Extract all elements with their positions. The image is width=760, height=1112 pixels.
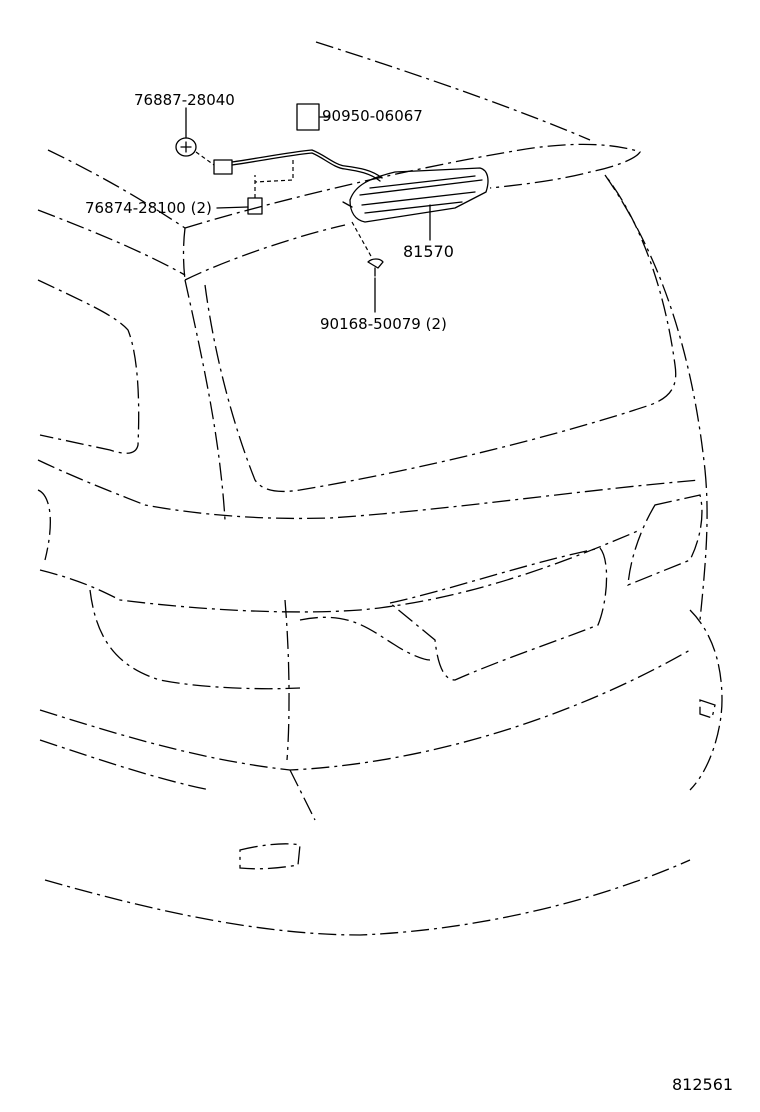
callout-76874-28100: 76874-28100 (2)	[85, 199, 212, 217]
clip-part	[247, 160, 294, 215]
wire-harness	[213, 149, 383, 182]
screw-part	[351, 221, 384, 277]
vehicle-body-outline	[37, 41, 723, 936]
pad-part	[296, 103, 320, 131]
leader-lines	[185, 107, 431, 313]
callout-90168-50079: 90168-50079 (2)	[320, 315, 447, 333]
high-mount-stop-lamp	[342, 167, 489, 223]
callout-76887-28040: 76887-28040	[134, 91, 235, 109]
grommet-part	[175, 137, 215, 166]
callout-81570: 81570	[403, 242, 454, 261]
callout-90950-06067: 90950-06067	[322, 107, 423, 125]
figure-number: 812561	[672, 1075, 734, 1094]
